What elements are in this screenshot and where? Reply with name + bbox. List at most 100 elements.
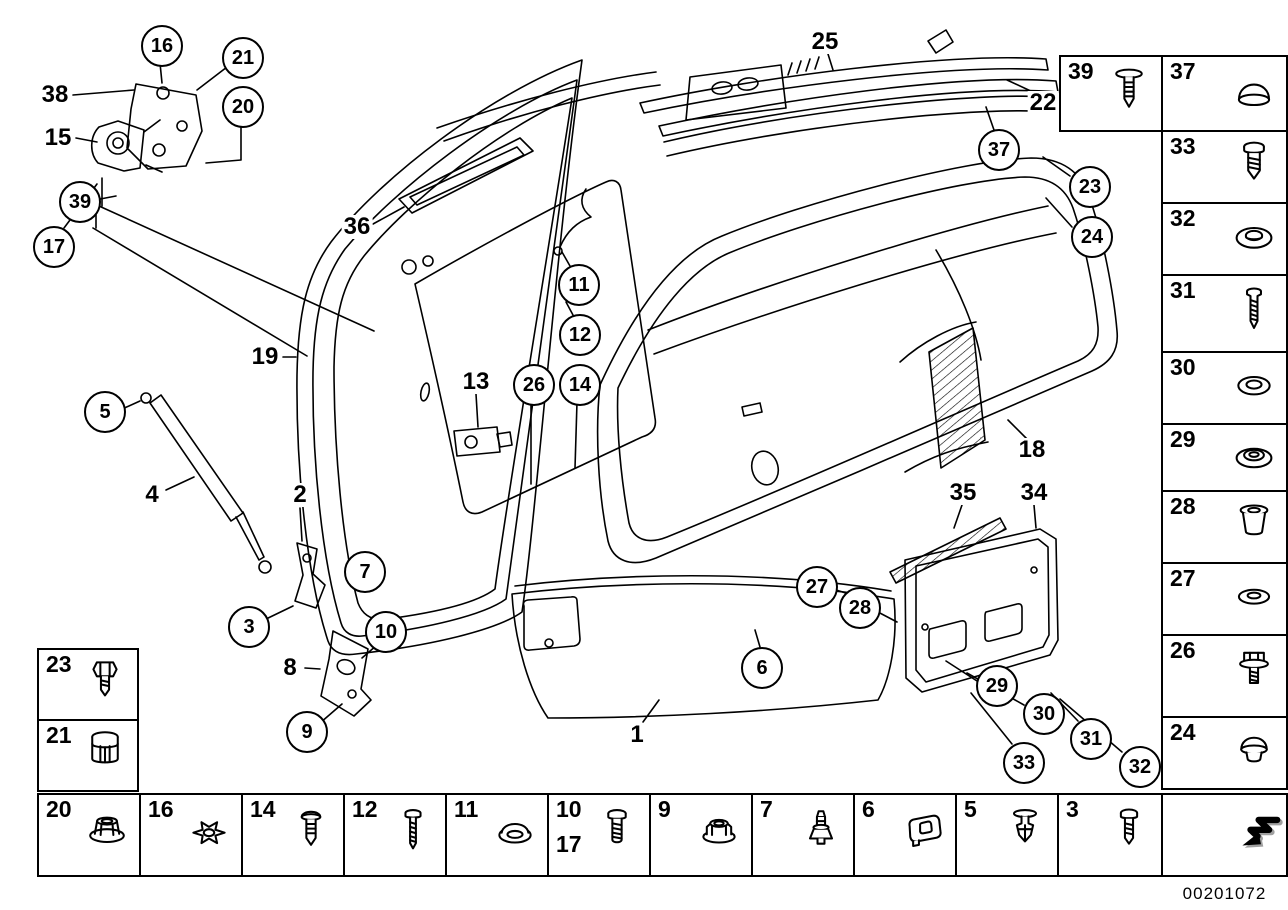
legend-cell-39[interactable]: 39 bbox=[1059, 55, 1163, 132]
callout-label-8[interactable]: 8 bbox=[281, 654, 299, 681]
callout-circle-14[interactable]: 14 bbox=[559, 364, 601, 406]
callout-circle-16[interactable]: 16 bbox=[141, 25, 183, 67]
legend-cell-3[interactable]: 3 bbox=[1057, 793, 1163, 877]
callout-label-2[interactable]: 2 bbox=[291, 481, 309, 508]
sleeve-icon bbox=[1239, 504, 1269, 536]
legend-cell-24[interactable]: 24 bbox=[1161, 716, 1288, 790]
pan-screw-icon bbox=[404, 809, 422, 850]
callout-circle-12[interactable]: 12 bbox=[559, 314, 601, 356]
long-screw-icon bbox=[1246, 286, 1262, 329]
callout-circle-29[interactable]: 29 bbox=[976, 665, 1018, 707]
tapping-screw-icon bbox=[1243, 141, 1265, 180]
flanged-grommet-icon bbox=[1235, 447, 1273, 468]
legend-part-number: 5 bbox=[964, 796, 977, 822]
legend-cell-33[interactable]: 33 bbox=[1161, 130, 1288, 204]
legend-part-number: 7 bbox=[760, 796, 773, 822]
buffer-icon bbox=[91, 730, 119, 763]
legend-cell-16[interactable]: 16 bbox=[139, 793, 243, 877]
callout-circle-3[interactable]: 3 bbox=[228, 606, 270, 648]
legend-cell-28[interactable]: 28 bbox=[1161, 490, 1288, 564]
callout-circle-17[interactable]: 17 bbox=[33, 226, 75, 268]
callout-label-25[interactable]: 25 bbox=[809, 28, 841, 55]
legend-cell-37[interactable]: 37 bbox=[1161, 55, 1288, 132]
callout-circle-23[interactable]: 23 bbox=[1069, 166, 1111, 208]
blind-rivet-icon bbox=[1115, 68, 1143, 108]
callout-circle-21[interactable]: 21 bbox=[222, 37, 264, 79]
legend-part-number: 24 bbox=[1170, 719, 1196, 745]
legend-cell-20[interactable]: 20 bbox=[37, 793, 141, 877]
callout-label-18[interactable]: 18 bbox=[1016, 436, 1048, 463]
grommet-icon bbox=[1235, 226, 1273, 249]
legend-part-number: 39 bbox=[1068, 58, 1094, 84]
legend-part-number: 27 bbox=[1170, 565, 1196, 591]
legend-cell-32[interactable]: 32 bbox=[1161, 202, 1288, 276]
legend-part-number: 23 bbox=[46, 651, 72, 677]
callout-circle-6[interactable]: 6 bbox=[741, 647, 783, 689]
callout-circle-20[interactable]: 20 bbox=[222, 86, 264, 128]
callout-circle-26[interactable]: 26 bbox=[513, 364, 555, 406]
callout-circle-5[interactable]: 5 bbox=[84, 391, 126, 433]
expanding-clip-icon bbox=[1012, 809, 1038, 843]
legend-cell-31[interactable]: 31 bbox=[1161, 274, 1288, 353]
callout-label-38[interactable]: 38 bbox=[39, 81, 71, 108]
callout-label-36[interactable]: 36 bbox=[341, 213, 373, 240]
callout-label-15[interactable]: 15 bbox=[42, 124, 74, 151]
legend-part-number: 26 bbox=[1170, 637, 1196, 663]
callout-circle-9[interactable]: 9 bbox=[286, 711, 328, 753]
legend-cell-30[interactable]: 30 bbox=[1161, 351, 1288, 425]
dome-plug-icon bbox=[498, 822, 532, 844]
legend-part-number: 28 bbox=[1170, 493, 1196, 519]
flange-nut-icon bbox=[89, 816, 125, 843]
callout-label-13[interactable]: 13 bbox=[460, 368, 492, 395]
callout-circle-27[interactable]: 27 bbox=[796, 566, 838, 608]
callout-circle-33[interactable]: 33 bbox=[1003, 742, 1045, 784]
callout-label-35[interactable]: 35 bbox=[947, 479, 979, 506]
plate-clip-icon bbox=[908, 814, 942, 848]
legend-part-number: 12 bbox=[352, 796, 378, 822]
legend-part-number: 30 bbox=[1170, 354, 1196, 380]
legend-cell-26[interactable]: 26 bbox=[1161, 634, 1288, 718]
legend-cell-12[interactable]: 12 bbox=[343, 793, 447, 877]
legend-part-number: 9 bbox=[658, 796, 671, 822]
legend-cell-9[interactable]: 9 bbox=[649, 793, 753, 877]
flat-washer-icon bbox=[1237, 588, 1271, 605]
legend-part-number: 14 bbox=[250, 796, 276, 822]
legend-cell-continuation[interactable] bbox=[1161, 793, 1288, 877]
legend-part-number: 32 bbox=[1170, 205, 1196, 231]
callout-circle-32[interactable]: 32 bbox=[1119, 746, 1161, 788]
callout-label-19[interactable]: 19 bbox=[249, 343, 281, 370]
legend-cell-23[interactable]: 23 bbox=[37, 648, 139, 721]
legend-cell-14[interactable]: 14 bbox=[241, 793, 345, 877]
legend-part-number: 10 bbox=[556, 796, 582, 822]
legend-cell-5[interactable]: 5 bbox=[955, 793, 1059, 877]
legend-cell-29[interactable]: 29 bbox=[1161, 423, 1288, 492]
legend-part-number: 21 bbox=[46, 722, 72, 748]
callout-label-34[interactable]: 34 bbox=[1018, 479, 1050, 506]
callout-circle-28[interactable]: 28 bbox=[839, 587, 881, 629]
callout-circle-37[interactable]: 37 bbox=[978, 129, 1020, 171]
ring-washer-icon bbox=[1237, 375, 1271, 396]
legend-part-number: 31 bbox=[1170, 277, 1196, 303]
callout-label-22[interactable]: 22 bbox=[1027, 89, 1059, 116]
legend-part-number: 17 bbox=[556, 831, 582, 857]
legend-cell-21[interactable]: 21 bbox=[37, 719, 139, 792]
continuation-arrow-icon bbox=[1242, 816, 1283, 848]
callout-circle-39[interactable]: 39 bbox=[59, 181, 101, 223]
callout-label-4[interactable]: 4 bbox=[143, 481, 161, 508]
legend-part-number: 6 bbox=[862, 796, 875, 822]
callout-circle-30[interactable]: 30 bbox=[1023, 693, 1065, 735]
legend-part-number: 33 bbox=[1170, 133, 1196, 159]
callout-circle-31[interactable]: 31 bbox=[1070, 718, 1112, 760]
callout-label-1[interactable]: 1 bbox=[628, 721, 646, 748]
legend-cell-6[interactable]: 6 bbox=[853, 793, 957, 877]
legend-cell-11[interactable]: 11 bbox=[445, 793, 549, 877]
callout-circle-10[interactable]: 10 bbox=[365, 611, 407, 653]
callout-circle-24[interactable]: 24 bbox=[1071, 216, 1113, 258]
callout-circle-7[interactable]: 7 bbox=[344, 551, 386, 593]
callout-circle-11[interactable]: 11 bbox=[558, 264, 600, 306]
legend-cell-7[interactable]: 7 bbox=[751, 793, 855, 877]
document-number: 00201072 bbox=[1182, 884, 1267, 903]
legend-part-number: 3 bbox=[1066, 796, 1079, 822]
legend-cell-27[interactable]: 27 bbox=[1161, 562, 1288, 636]
